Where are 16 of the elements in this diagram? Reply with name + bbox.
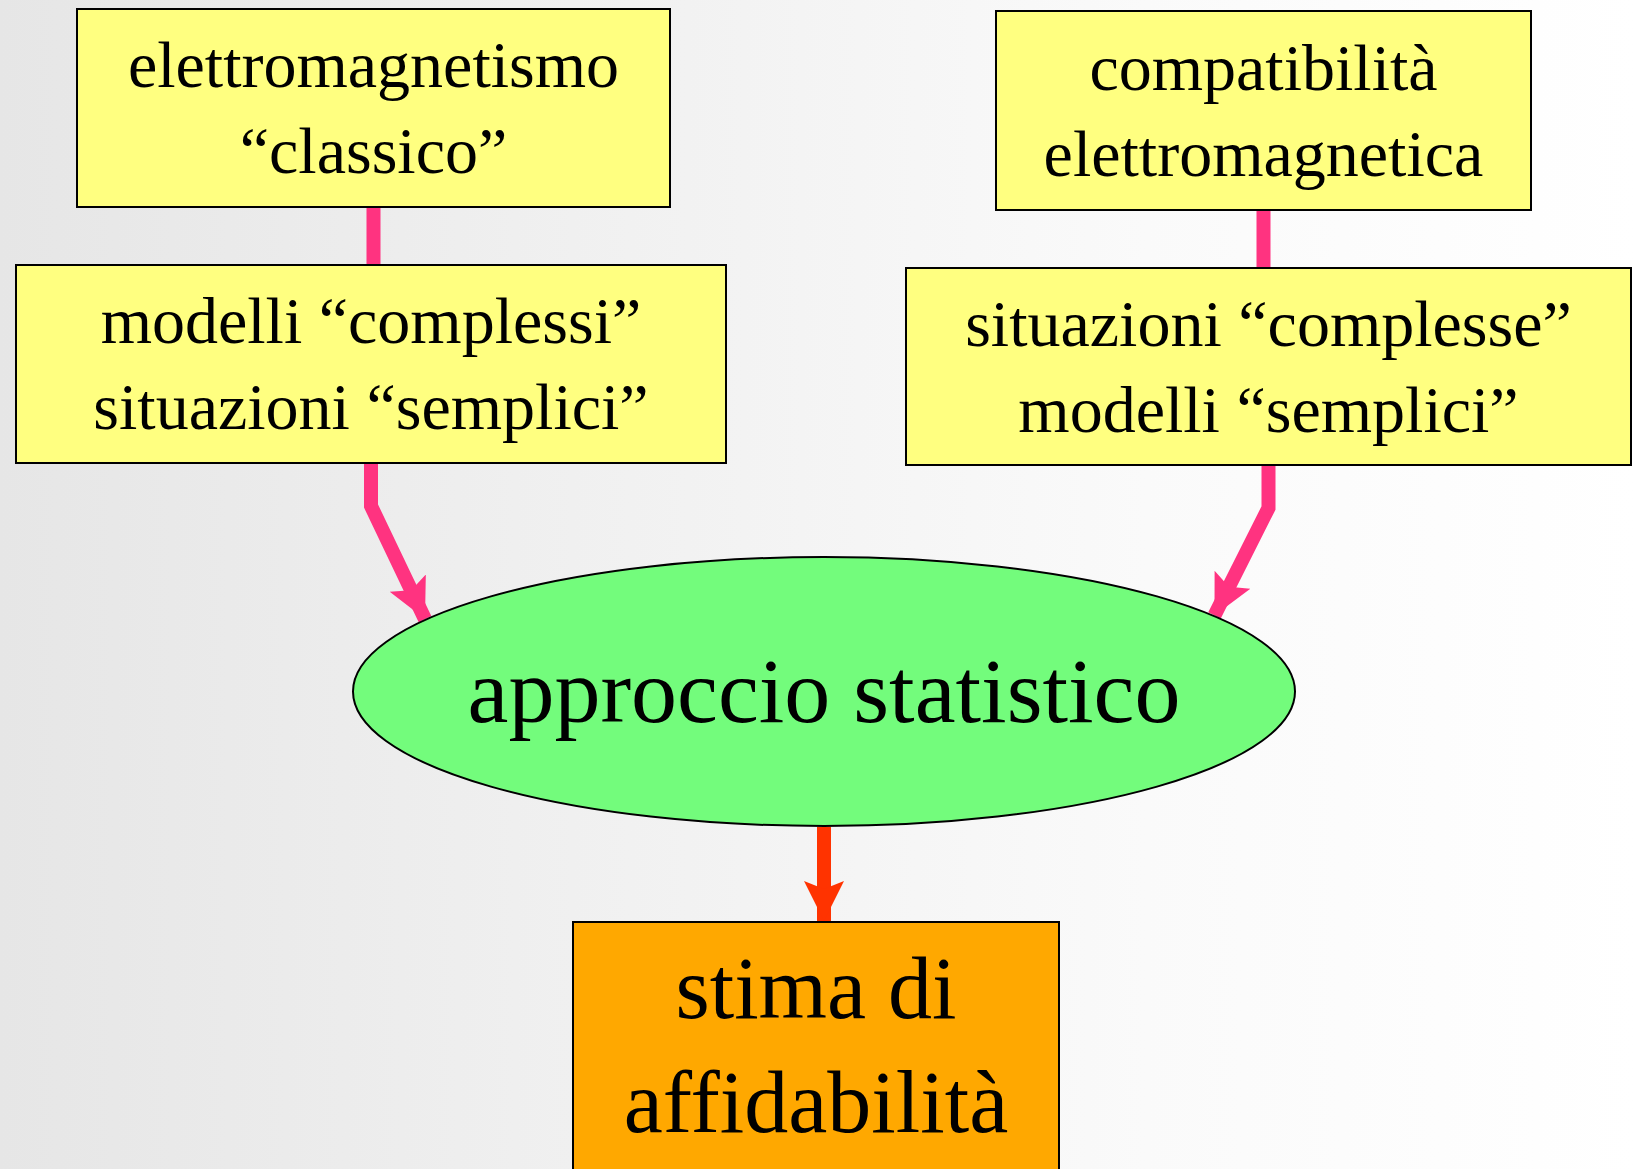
arrow (364, 464, 432, 623)
process-box (572, 921, 1060, 1169)
connector-line (366, 208, 381, 264)
node-label: modelli “complessi” situazioni “semplici” (92, 283, 650, 445)
node-label: situazioni “complesse” modelli “semplici” (964, 285, 1573, 448)
process-box (15, 264, 727, 464)
node-label: elettromagnetismo “classico” (126, 27, 621, 189)
node-label: approccio statistico (467, 638, 1181, 744)
arrow (804, 827, 844, 921)
node-label: stima di affidabilità (622, 938, 1010, 1153)
process-box (905, 267, 1632, 466)
connector-line (1256, 211, 1271, 267)
process-box (76, 8, 671, 208)
process-box (995, 10, 1532, 211)
node-label: compatibilità elettromagnetica (1042, 29, 1485, 192)
arrow (1208, 466, 1276, 619)
